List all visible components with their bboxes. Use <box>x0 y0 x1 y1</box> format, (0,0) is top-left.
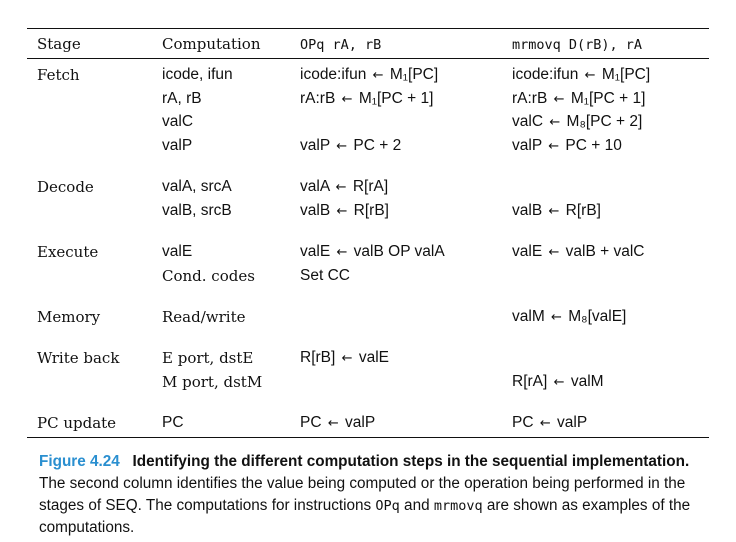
computation-cell: M port, dstM <box>162 373 263 391</box>
bottom-rule <box>27 437 709 439</box>
stage-cell: Fetch <box>37 66 80 84</box>
opq-cell: valP ← PC + 2 <box>300 137 402 154</box>
caption-code-mrmovq: mrmovq <box>433 498 483 514</box>
mrmovq-cell: valB ← R[rB] <box>512 202 601 219</box>
opq-cell: Set CC <box>300 267 350 284</box>
caption-body-3: are shown as examples of the computation… <box>39 497 691 536</box>
opq-cell: valE ← valB OP valA <box>300 243 445 260</box>
assign-arrow-icon: ← <box>553 92 565 107</box>
computation-cell: valA, srcA <box>162 178 232 195</box>
mrmovq-cell: icode:ifun ← M₁[PC] <box>512 66 651 83</box>
assign-arrow-icon: ← <box>335 180 347 195</box>
computation-cell: Cond. codes <box>162 267 255 285</box>
computation-cell: icode, ifun <box>162 66 233 83</box>
stage-cell: PC update <box>37 414 117 432</box>
figure-label: Figure 4.24 <box>39 453 120 470</box>
caption-title: Identifying the different computation st… <box>132 453 690 470</box>
stage-cell: Execute <box>37 243 99 261</box>
assign-arrow-icon: ← <box>548 245 560 260</box>
mrmovq-cell: valE ← valB + valC <box>512 243 645 260</box>
mrmovq-cell: valC ← M₈[PC + 2] <box>512 113 643 130</box>
opq-cell: valB ← R[rB] <box>300 202 389 219</box>
mrmovq-cell: PC ← valP <box>512 414 588 431</box>
computation-cell: valE <box>162 243 193 260</box>
computation-cell: valC <box>162 113 194 130</box>
stage-cell: Decode <box>37 178 94 196</box>
computation-cell: PC <box>162 414 184 431</box>
assign-arrow-icon: ← <box>341 92 353 107</box>
computation-cell: Read/write <box>162 308 246 326</box>
top-rule <box>27 28 709 30</box>
computation-cell: E port, dstE <box>162 349 254 367</box>
mrmovq-cell: valP ← PC + 10 <box>512 137 622 154</box>
assign-arrow-icon: ← <box>584 68 596 83</box>
header-mrmovq: mrmovq D(rB), rA <box>512 37 643 53</box>
header-computation: Computation <box>162 35 261 53</box>
computation-cell: valP <box>162 137 193 154</box>
assign-arrow-icon: ← <box>327 416 339 431</box>
assign-arrow-icon: ← <box>336 204 348 219</box>
header-stage: Stage <box>37 35 81 53</box>
header-opq: OPq rA, rB <box>300 37 382 53</box>
assign-arrow-icon: ← <box>336 245 348 260</box>
stage-cell: Write back <box>37 349 120 367</box>
mrmovq-cell: rA:rB ← M₁[PC + 1] <box>512 90 646 107</box>
opq-cell: rA:rB ← M₁[PC + 1] <box>300 90 434 107</box>
assign-arrow-icon: ← <box>539 416 551 431</box>
assign-arrow-icon: ← <box>548 204 560 219</box>
assign-arrow-icon: ← <box>372 68 384 83</box>
opq-cell: PC ← valP <box>300 414 376 431</box>
figure-caption: Figure 4.24 Identifying the different co… <box>39 451 707 539</box>
opq-cell: icode:ifun ← M₁[PC] <box>300 66 439 83</box>
header-rule <box>27 58 709 59</box>
assign-arrow-icon: ← <box>551 310 562 325</box>
mrmovq-cell: valM ← M₈[valE] <box>512 308 627 325</box>
caption-body-1: The second column identifies the value b… <box>39 475 686 514</box>
opq-cell: R[rB] ← valE <box>300 349 389 366</box>
computation-cell: valB, srcB <box>162 202 232 219</box>
assign-arrow-icon: ← <box>336 139 348 154</box>
assign-arrow-icon: ← <box>341 351 353 366</box>
opq-cell: valA ← R[rA] <box>300 178 389 195</box>
computation-cell: rA, rB <box>162 90 202 107</box>
stage-cell: Memory <box>37 308 101 326</box>
caption-body-2: and <box>399 497 434 514</box>
assign-arrow-icon: ← <box>553 375 565 390</box>
assign-arrow-icon: ← <box>548 139 560 154</box>
caption-code-opq: OPq <box>375 498 400 514</box>
assign-arrow-icon: ← <box>549 115 561 130</box>
mrmovq-cell: R[rA] ← valM <box>512 373 604 390</box>
